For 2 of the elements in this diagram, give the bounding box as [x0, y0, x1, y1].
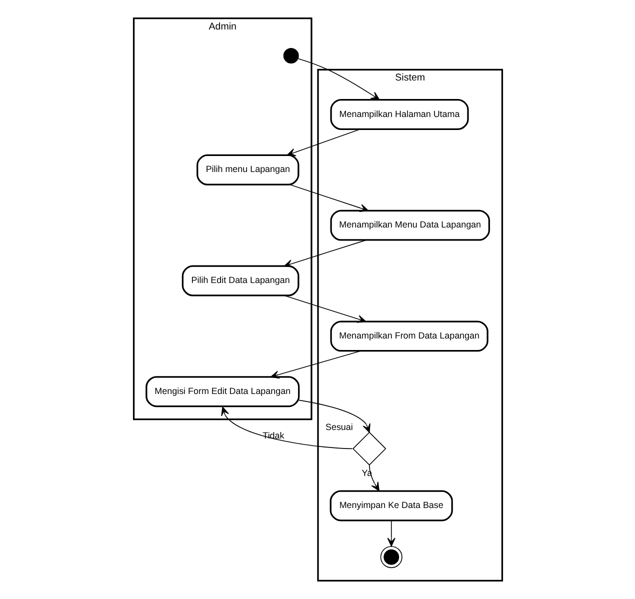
node-label: Sesuai: [325, 422, 352, 432]
edge-label: Tidak: [262, 430, 284, 440]
